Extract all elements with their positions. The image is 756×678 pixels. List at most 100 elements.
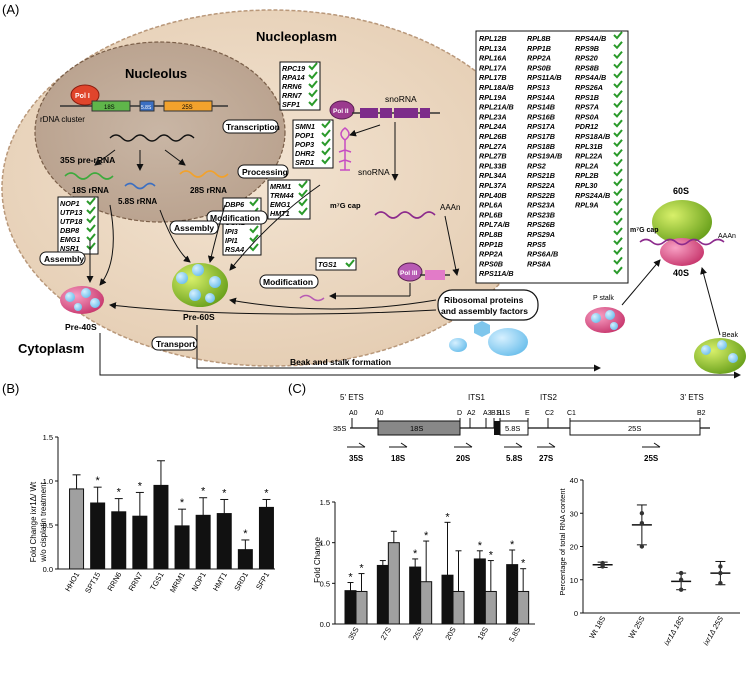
y-tick-label: 1.0 xyxy=(43,477,53,486)
site-label: A0 xyxy=(375,410,384,417)
rp-gene: RPS0B xyxy=(527,63,551,72)
rp-gene: RPS1B xyxy=(575,93,599,102)
snorna-top-label: snoRNA xyxy=(385,94,417,104)
probe-arrow xyxy=(454,442,473,448)
rp-gene: RPL13A xyxy=(479,44,507,53)
significance-star: * xyxy=(138,480,143,492)
check-icon xyxy=(613,70,623,79)
y-tick-label: 0 xyxy=(574,609,578,618)
rp-gene: RPL2B xyxy=(575,171,599,180)
check-icon xyxy=(249,234,259,243)
significance-star: * xyxy=(478,540,483,552)
gene-name: EMG1 xyxy=(60,235,80,244)
check-icon xyxy=(321,120,331,129)
ribosomal-protein-genes: RPL12BRPL13ARPL16ARPL17ARPL17BRPL18A/BRP… xyxy=(479,31,623,278)
site-label: A0 xyxy=(349,410,358,417)
bar xyxy=(506,564,519,625)
data-point xyxy=(639,511,645,516)
schematic-b1 xyxy=(494,421,500,435)
s40-label: 40S xyxy=(673,268,689,278)
rp-gene: RPL26B xyxy=(479,132,507,141)
x-tick-label: HHO1 xyxy=(63,571,81,594)
pre40s-particle xyxy=(60,286,104,314)
y-tick-label: 1.5 xyxy=(320,498,330,507)
data-point xyxy=(639,544,645,549)
assembly-genes-box: DBP6BRX1CGR1IPI3IPI1RSA4 xyxy=(222,197,262,256)
site-label: D xyxy=(457,410,462,417)
rp-gene: RPL19A xyxy=(479,93,507,102)
rp-gene: RPS9B xyxy=(575,44,599,53)
bar xyxy=(153,484,169,570)
probe-label: 20S xyxy=(456,454,471,463)
significance-star: * xyxy=(510,539,515,551)
gene-name: NSR1 xyxy=(60,244,79,253)
transport-label: Transport xyxy=(156,339,195,349)
rp-gene: RPS7A xyxy=(575,103,599,112)
rp-gene: RPS23B xyxy=(527,210,555,219)
gene-name: TRM44 xyxy=(270,191,294,200)
rp-gene: RPS0B xyxy=(479,259,503,268)
snorna-mid-label: snoRNA xyxy=(358,167,390,177)
check-icon xyxy=(298,180,308,189)
check-icon xyxy=(613,109,623,118)
data-point xyxy=(678,587,684,592)
x-tick-label: 25S xyxy=(411,626,425,642)
m7g-cap-label: m⁷G cap xyxy=(330,201,361,210)
panel-b-label: (B) xyxy=(2,381,19,396)
gene-name: RPA14 xyxy=(282,73,305,82)
rp-gene: RPS6A/B xyxy=(527,250,558,259)
rp-gene: RPS4A/B xyxy=(575,73,606,82)
y-tick-label: 0.0 xyxy=(320,620,330,629)
x-tick-label: HMT1 xyxy=(211,571,229,593)
check-icon xyxy=(613,60,623,69)
p-stalk-particle xyxy=(585,307,625,333)
rp-gene: RPL40B xyxy=(479,191,507,200)
rp-gene: RPS8A xyxy=(527,259,551,268)
gene-box-frame xyxy=(222,197,262,256)
probe-label: 27S xyxy=(539,454,554,463)
data-point xyxy=(718,564,723,569)
bar xyxy=(69,488,85,570)
rp-gene: RPS8B xyxy=(575,63,599,72)
gene-name: IPI1 xyxy=(225,236,238,245)
x-tick-label: 5.8S xyxy=(507,626,523,644)
panel-c-label: (C) xyxy=(288,381,306,396)
x-tick-label: ixr1Δ 25S xyxy=(701,615,725,647)
aaan-right: AAAn xyxy=(718,233,736,240)
check-icon xyxy=(308,80,318,89)
rp-gene: RPS19A/B xyxy=(527,152,562,161)
data-point xyxy=(600,562,605,567)
gene-name: RRN6 xyxy=(282,82,303,91)
schematic-25s-label: 25S xyxy=(628,424,641,433)
check-icon xyxy=(298,189,308,198)
x-tick-label: Wt 18S xyxy=(587,615,607,641)
rp-gene: RPS14A xyxy=(527,93,555,102)
p-stalk-label: P stalk xyxy=(593,295,614,302)
x-tick-label: RRN6 xyxy=(105,571,123,593)
probe-label: 5.8S xyxy=(506,454,523,463)
panel-b-ylabel-1: Fold Change ixr1Δ/ Wt xyxy=(29,481,38,562)
pol3-label: Pol III xyxy=(400,270,418,277)
probe-label: 35S xyxy=(349,454,364,463)
panel-c-fold-ylabel: Fold Change xyxy=(313,537,322,583)
x-tick-label: Wt 25S xyxy=(627,615,647,641)
significance-star: * xyxy=(201,486,206,498)
rp-gene: RPL6B xyxy=(479,210,503,219)
panel-a-label: (A) xyxy=(2,2,19,17)
check-icon xyxy=(613,168,623,177)
bar xyxy=(216,513,232,570)
its2-label: ITS2 xyxy=(540,393,557,402)
rp-gene: RPL8B xyxy=(479,230,503,239)
rp-gene: RPL2A xyxy=(575,161,599,170)
rp-gene: RPS11A/B xyxy=(479,269,514,278)
rp-gene: RPS11A/B xyxy=(527,73,562,82)
check-icon xyxy=(613,129,623,138)
rdna-cluster-label: rDNA cluster xyxy=(40,115,85,124)
rp-gene: RPL18A/B xyxy=(479,83,514,92)
its1-label: ITS1 xyxy=(468,393,485,402)
